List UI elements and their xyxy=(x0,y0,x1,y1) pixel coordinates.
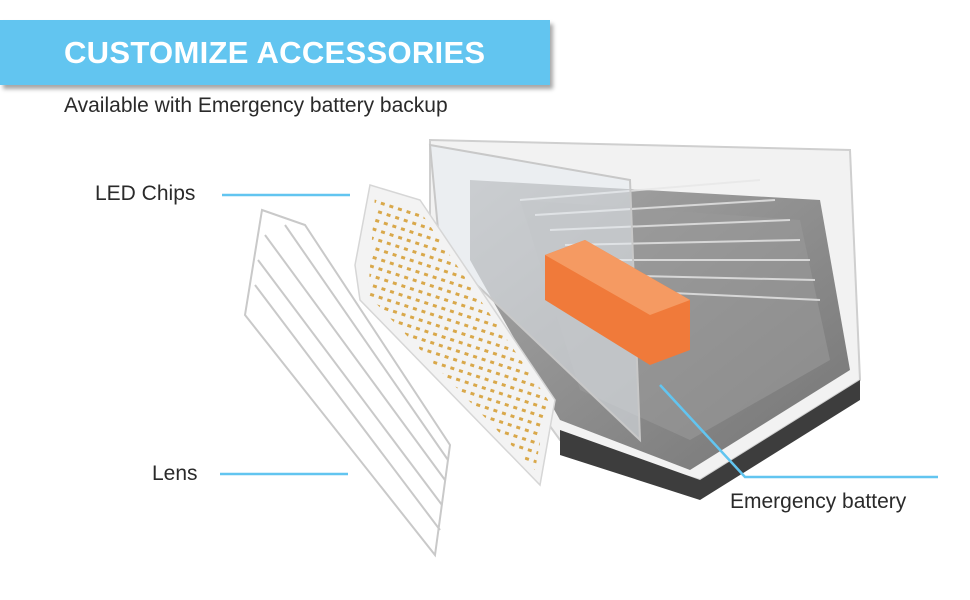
led-chips-label: LED Chips xyxy=(95,182,196,205)
emergency-battery-label: Emergency battery xyxy=(730,490,907,513)
page-title: CUSTOMIZE ACCESSORIES xyxy=(64,35,486,70)
subtitle: Available with Emergency battery backup xyxy=(64,94,448,117)
emergency-battery-part xyxy=(545,240,690,365)
title-banner: CUSTOMIZE ACCESSORIES xyxy=(0,20,550,85)
led-chips-board xyxy=(354,184,556,487)
battery-callout-line xyxy=(659,384,938,479)
lens-part xyxy=(243,208,452,558)
lens-label: Lens xyxy=(152,462,198,485)
